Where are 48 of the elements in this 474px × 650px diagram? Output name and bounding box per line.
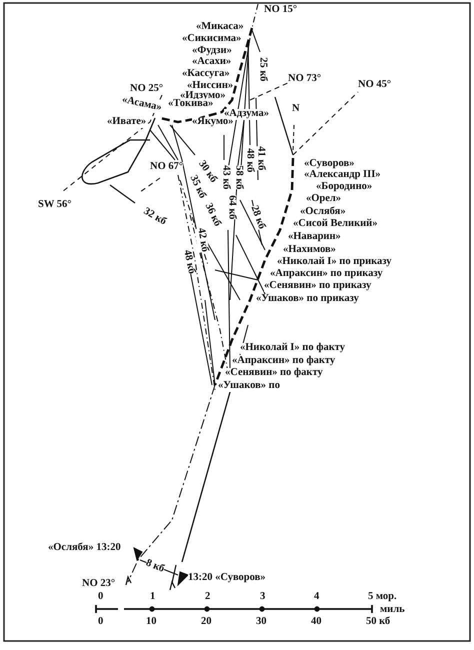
heading-label: NO 25°	[130, 84, 164, 94]
ship-label: «Адзума»	[224, 109, 269, 120]
ship-label: «Сенявин» по факту	[225, 368, 323, 378]
ship-label: «Ушаков» по	[218, 381, 280, 392]
heading-label: NO 15°	[264, 5, 298, 16]
scale-label: 40	[311, 617, 322, 628]
ship-label: «Токива»	[168, 99, 214, 110]
ship-label: «Нахимов»	[283, 245, 336, 256]
ship-label: «Сикисима»	[182, 34, 242, 44]
scale-label: 30	[256, 617, 266, 628]
heading-label: SW 56°	[38, 200, 72, 210]
ship-label: «Фудзи»	[192, 46, 232, 56]
distance-label: 42 кб	[194, 227, 210, 253]
ship-label: «Ослябя» 13:20	[48, 543, 121, 554]
ship-label: «Ушаков» по приказу	[256, 294, 359, 304]
distance-label: 41 кб	[254, 146, 266, 170]
ship-label: «Микаса»	[196, 22, 244, 32]
ship-label: «Николай I» по факту	[240, 343, 346, 354]
heading-label: NO 67°	[150, 162, 184, 172]
ship-label: «Ивате»	[107, 117, 146, 128]
ship-label: «Сенявин» по приказу	[264, 281, 372, 292]
ship-label: «Кассуга»	[182, 69, 230, 80]
ship-label: 13:20 «Суворов»	[188, 573, 266, 584]
scale-label: 0	[98, 592, 104, 602]
scale-label: 10	[146, 617, 156, 628]
ship-label: «Асахи»	[192, 57, 232, 68]
ship-label: «Николай I» по приказу	[277, 257, 392, 268]
ship-label: «Апраксин» по приказу	[270, 269, 383, 280]
ship-label: «Якумо»	[192, 117, 234, 128]
scale-label: 20	[201, 617, 212, 628]
ship-label: «Орел»	[306, 194, 342, 204]
ship-label: «Ниссин»	[187, 81, 234, 92]
heading-label: NO 45°	[358, 80, 392, 90]
ship-label: «Наварин»	[288, 232, 341, 242]
ship-label: «Суворов»	[304, 159, 354, 170]
scale-label: 3	[260, 592, 266, 602]
ship-label: «Александр III»	[304, 170, 381, 180]
heading-label: NO 23°	[82, 579, 116, 590]
scale-label: 5 мор.	[368, 592, 397, 602]
heading-label: NO 73°	[288, 74, 322, 84]
scale-label: 50 кб	[366, 617, 390, 628]
ship-label: «Апраксин» по факту	[232, 356, 336, 366]
ship-label: «Сисой Великий»	[293, 219, 378, 230]
ship-label: «Бородино»	[316, 182, 372, 192]
scale-label: 0	[98, 617, 104, 628]
ship-label: «Асама»	[120, 95, 162, 114]
scale-label: миль	[380, 605, 405, 616]
ship-label: «Ослябя»	[300, 207, 346, 218]
